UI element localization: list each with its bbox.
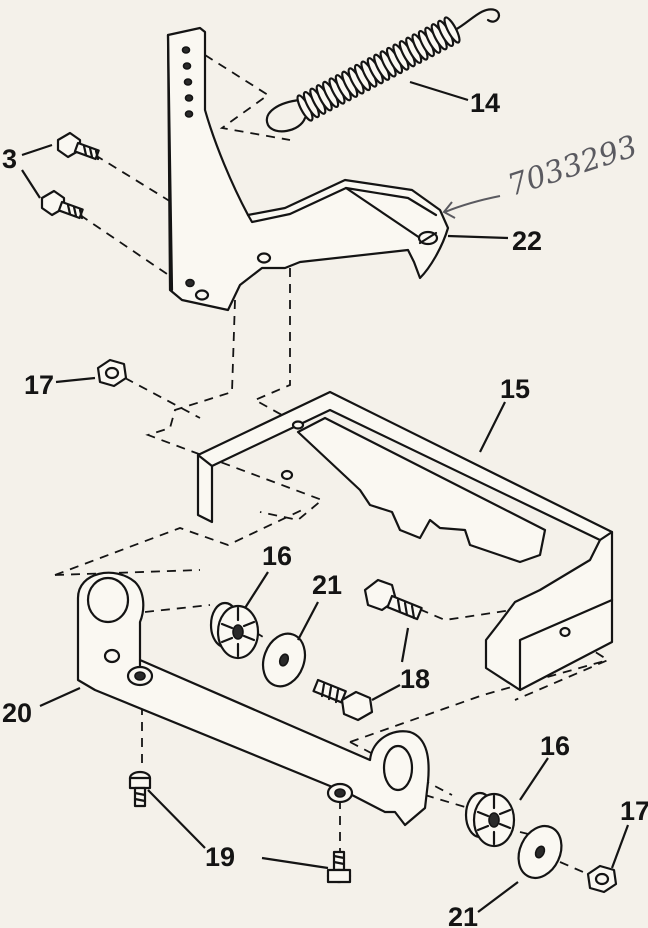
screw-part-3-lower (40, 189, 84, 220)
washer-part-21-right (517, 825, 563, 879)
upper-bracket (166, 26, 450, 312)
nut-part-17-left (96, 358, 128, 388)
assembly-dashed-lines (54, 54, 610, 876)
spring-part-14 (265, 8, 500, 133)
callout-15: 15 (500, 374, 530, 404)
spring-coil (443, 16, 461, 44)
pad-part-16-right (464, 791, 516, 848)
bolt-part-18-upper (363, 578, 423, 621)
screw-part-19-right (326, 850, 352, 884)
washer-part-21-left (261, 632, 307, 688)
lower-bracket-part-20 (76, 571, 430, 827)
nut-part-17-right (586, 864, 618, 894)
callout-18: 18 (400, 664, 430, 694)
handwritten-annotation: 7033293 (442, 129, 642, 219)
callout-16-right: 16 (540, 731, 570, 761)
callout-16-left: 16 (262, 541, 292, 571)
callout-17-right: 17 (620, 796, 648, 826)
screw-part-3-upper (56, 131, 100, 161)
callout-17-left: 17 (24, 370, 54, 400)
callout-19: 19 (205, 842, 235, 872)
callout-labels: 14 3 22 17 15 16 21 18 20 16 17 19 21 (2, 88, 648, 928)
callout-3: 3 (2, 144, 17, 174)
pad-part-16-left (209, 601, 260, 660)
callout-21-lower: 21 (448, 902, 478, 928)
callout-14: 14 (470, 88, 500, 118)
callout-22: 22 (512, 226, 542, 256)
handwritten-note: 7033293 (504, 129, 642, 204)
screw-part-19-left (128, 770, 152, 808)
callout-21-upper: 21 (312, 570, 342, 600)
callout-20: 20 (2, 698, 32, 728)
shift-plate-part-15 (196, 390, 614, 692)
leader-lines (21, 80, 630, 913)
bolt-part-18-lower (312, 678, 374, 722)
